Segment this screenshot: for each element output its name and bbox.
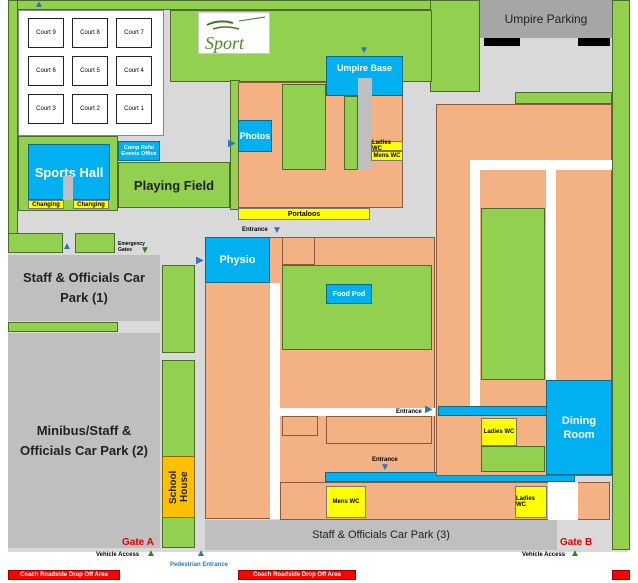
- building-room-1: [282, 416, 318, 436]
- green-left-bottom-2: [75, 233, 115, 253]
- court: Court 3: [28, 94, 64, 124]
- corridor-right-1: [470, 170, 480, 406]
- emergency-gates-label: Emergency Gates: [118, 241, 145, 253]
- green-right-courtyard: [481, 208, 545, 380]
- entrance-label-top: Entrance: [242, 227, 268, 233]
- green-vertical-2: [162, 360, 195, 548]
- emergency-arrow-icon: ▼: [140, 245, 150, 256]
- green-dining-side: [481, 446, 545, 472]
- green-left-bottom: [8, 233, 63, 253]
- corridor-vertical: [270, 283, 280, 519]
- dining-room: Dining Room: [546, 380, 612, 475]
- corridor-bottom: [548, 482, 578, 520]
- comp-refs-office: Comp Refs/ Events Office: [118, 141, 160, 161]
- green-courtyard-lower: [282, 265, 432, 350]
- barrier-left: [484, 38, 520, 46]
- barrier-right: [578, 38, 610, 46]
- vehicle-access-arrow-icon: ▲: [146, 548, 156, 559]
- ladies-wc-bottom: Ladies WC: [515, 486, 547, 518]
- ladies-wc-dining: Ladies WC: [481, 418, 517, 446]
- court: Court 7: [116, 18, 152, 48]
- top-arrow-icon: ▲: [34, 0, 44, 10]
- photos: Photos: [238, 120, 272, 152]
- green-far-right: [612, 0, 630, 550]
- playing-field: Playing Field: [118, 162, 230, 208]
- court: Court 8: [72, 18, 108, 48]
- corridor-right-top: [470, 160, 612, 170]
- green-strip-left: [8, 0, 18, 252]
- mens-wc-bottom: Mens WC: [326, 486, 366, 518]
- svg-text:Sport: Sport: [205, 33, 245, 53]
- vehicle-access-right: Vehicle Access: [522, 552, 566, 558]
- court: Court 5: [72, 56, 108, 86]
- entrance-arrow-icon: ▶: [425, 404, 433, 415]
- corridor-blue-entrance: [438, 406, 548, 416]
- court: Court 1: [116, 94, 152, 124]
- corridor-right-2: [546, 170, 556, 380]
- food-pod: Food Pod: [326, 284, 372, 304]
- court: Court 9: [28, 18, 64, 48]
- green-courtyard: [282, 84, 326, 170]
- coach-drop-off-right: [612, 570, 630, 580]
- logo-graphic: Sport: [205, 16, 266, 53]
- umpire-parking: Umpire Parking: [480, 0, 612, 38]
- car-park-arrow-icon: ▲: [62, 241, 72, 252]
- staff-car-park-3-label: Staff & Officials Car Park (3): [312, 529, 450, 541]
- court: Court 2: [72, 94, 108, 124]
- coach-drop-off-left: Coach Roadside Drop Off Area: [8, 570, 120, 580]
- entrance-label-mid: Entrance: [372, 457, 398, 463]
- photos-arrow-icon: ▶: [228, 138, 236, 149]
- court: Court 4: [116, 56, 152, 86]
- corridor-horizontal: [280, 408, 435, 416]
- pedestrian-arrow-icon: ▲: [196, 548, 206, 559]
- pedestrian-entrance-label: Pedestrian Entrance: [170, 562, 229, 568]
- corridor-umpire: [358, 78, 372, 170]
- minibus-car-park: Minibus/Staff & Officials Car Park (2): [8, 333, 160, 548]
- entrance-arrow-icon: ▼: [380, 462, 390, 473]
- ladies-wc: Ladies WC: [371, 140, 403, 152]
- umpire-parking-label: Umpire Parking: [504, 12, 588, 26]
- staff-car-park-1-label: Staff & Officials Car Park (1): [22, 270, 146, 305]
- green-right-top-strip: [515, 92, 612, 104]
- green-top-right: [430, 0, 480, 92]
- vehicle-access-left: Vehicle Access: [96, 552, 140, 558]
- entrance-arrow-icon: ▼: [272, 225, 282, 236]
- coach-drop-off-mid: Coach Roadside Drop Off Area: [238, 570, 356, 580]
- green-vertical-1: [162, 265, 195, 353]
- playing-field-label: Playing Field: [133, 177, 215, 193]
- mens-wc: Mens WC: [371, 151, 403, 161]
- school-house: School House: [162, 456, 195, 518]
- green-lower-left-strip: [8, 322, 118, 332]
- green-strip-top: [8, 0, 478, 10]
- minibus-car-park-label: Minibus/Staff & Officials Car Park (2): [20, 422, 148, 458]
- sports-hall-divider: [63, 176, 73, 200]
- building-small: [282, 237, 315, 265]
- entrance-label-dining: Entrance: [396, 409, 422, 415]
- portaloos: Portaloos: [238, 208, 370, 220]
- car-park-arrow-icon: ▶: [196, 255, 204, 266]
- staff-car-park-1: Staff & Officials Car Park (1): [8, 255, 160, 321]
- school-logo: Sport: [198, 12, 270, 54]
- changing-room: Changing: [28, 200, 64, 209]
- sports-hall: Sports Hall: [28, 144, 110, 200]
- changing-room: Changing: [73, 200, 109, 209]
- green-umpire-side: [344, 96, 358, 170]
- school-house-label: School House: [167, 470, 190, 504]
- staff-car-park-3: Staff & Officials Car Park (3): [205, 520, 557, 550]
- umpire-base: Umpire Base: [326, 56, 403, 96]
- gate-a-label: Gate A: [122, 537, 154, 548]
- court: Court 6: [28, 56, 64, 86]
- building-room-2: [326, 416, 432, 444]
- vehicle-access-arrow-icon: ▲: [570, 548, 580, 559]
- gate-b-label: Gate B: [560, 537, 593, 548]
- umpire-arrow-icon: ▼: [359, 45, 369, 56]
- physio: Physio: [205, 237, 270, 283]
